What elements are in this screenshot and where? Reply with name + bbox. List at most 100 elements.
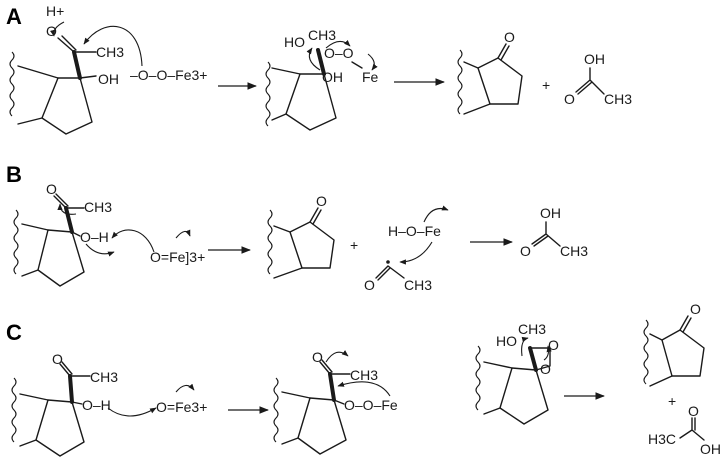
- carbonyl-bonds: [57, 35, 97, 53]
- ring-substituent-bonds: [483, 361, 513, 415]
- ring-substituent-bonds: [281, 391, 311, 445]
- carbonyl-oxygen: O: [46, 181, 57, 197]
- electron-push-arrow: [367, 53, 378, 71]
- ring-substituent-bonds: [273, 225, 303, 279]
- ferryl-species: O=Fe]3+: [150, 249, 205, 265]
- rebound-arrow: [423, 205, 449, 223]
- ring-fusion-wavy-line: [643, 319, 649, 385]
- carbonyl-double-bond: [679, 315, 692, 333]
- ketone-oxygen: O: [690, 301, 701, 317]
- hydroxyl-group: OH: [98, 71, 119, 87]
- electron-push-arrow: [521, 336, 529, 357]
- panel-a-reactant: O CH3 OH H+ –O–O–Fe3+: [9, 3, 207, 135]
- ring-fusion-wavy-line: [11, 377, 17, 443]
- panel-b-reactant: O CH3 O–H O=Fe]3+: [13, 181, 205, 287]
- ring-substituent-bonds: [21, 223, 49, 277]
- cyclopentane-ring: [37, 229, 85, 287]
- dioxetane-ring-bonds: [529, 347, 551, 371]
- nucleophilic-attack-arrow: [83, 26, 143, 67]
- ring-substituent-bonds: [19, 393, 49, 447]
- ring-fusion-wavy-line: [475, 345, 481, 411]
- panel-c-reactant: O CH3 O–H O=Fe3+: [11, 351, 207, 457]
- wedge-bond: [528, 346, 538, 372]
- acid-bonds: [531, 221, 561, 247]
- dioxetane-oxygen-top: O: [548, 337, 559, 353]
- panel-b-byproducts: H–O–Fe O CH3: [364, 205, 449, 293]
- carbonyl-bonds: [59, 361, 91, 377]
- carbonyl-double-bond: [497, 43, 510, 61]
- hydroxyl-group: OH: [322, 69, 343, 85]
- hydroxyl-bond: [71, 401, 83, 405]
- electron-push-arrow: [175, 229, 191, 239]
- panel-c-dioxetane: HO CH3 O O: [475, 321, 559, 425]
- carbonyl-oxygen: O: [312, 349, 323, 365]
- ring-fusion-wavy-line: [265, 61, 271, 127]
- acetyl-methyl: CH3: [84, 199, 112, 215]
- dioxetane-oxygen-bottom: O: [540, 361, 551, 377]
- carbonyl-oxygen: O: [46, 23, 57, 39]
- panel-label-c: C: [6, 320, 22, 345]
- hemiketal-hydroxyl: HO: [284, 34, 305, 50]
- acid-methyl: CH3: [560, 243, 588, 259]
- peroxide-bond: [333, 399, 345, 405]
- radical-oxygen: O: [364, 277, 375, 293]
- peroxide-to-iron-bond: [351, 61, 363, 69]
- acetyl-methyl: CH3: [96, 44, 124, 60]
- peroxide-linkage: O–O: [324, 45, 354, 61]
- ring-substituent-bonds: [463, 61, 491, 115]
- cyclopentanone-ring: [477, 57, 523, 105]
- electron-push-arrow: [57, 203, 77, 215]
- wedge-bond: [64, 206, 74, 234]
- acid-bonds: [575, 67, 605, 95]
- hydroxyl-group: O–H: [80, 229, 109, 245]
- acid-methyl: H3C: [648, 431, 676, 447]
- ring-fusion-wavy-line: [273, 377, 279, 443]
- ring-fusion-wavy-line: [13, 209, 19, 275]
- acid-bonds: [679, 417, 705, 441]
- carbonyl-bonds: [319, 359, 351, 375]
- dioxetane-methyl: CH3: [518, 321, 546, 337]
- electron-push-arrow: [325, 350, 349, 363]
- plus-sign: +: [350, 237, 358, 253]
- acid-methyl: CH3: [604, 91, 632, 107]
- wedge-bond: [316, 48, 326, 76]
- panel-a-acetic-acid: OH O CH3: [564, 51, 632, 107]
- acid-hydroxyl: OH: [540, 205, 561, 221]
- wedge-bond: [72, 50, 82, 80]
- cyclopentane-ring: [285, 73, 337, 131]
- electron-push-arrow: [325, 39, 351, 49]
- cyclopentanone-ring: [661, 329, 705, 377]
- panel-c-intermediate: O CH3 O–O–Fe: [273, 349, 398, 455]
- proton: H+: [46, 3, 64, 19]
- carbonyl-double-bond: [309, 207, 322, 225]
- cyclopentanone-ring: [289, 221, 335, 269]
- acid-carbonyl-oxygen: O: [688, 403, 699, 419]
- ring-fusion-wavy-line: [457, 49, 463, 115]
- panel-b-acetic-acid: OH O CH3: [520, 205, 588, 259]
- iron-hydroxide: H–O–Fe: [388, 223, 441, 239]
- ketal-formation-arrow: [337, 381, 391, 397]
- panel-a-intermediate: HO CH3 OH O–O Fe: [265, 27, 379, 131]
- dioxetane-hydroxyl: HO: [496, 333, 517, 349]
- electron-push-arrow: [306, 47, 321, 71]
- wedge-bond: [68, 374, 74, 404]
- panel-label-a: A: [6, 4, 22, 29]
- carbonyl-oxygen: O: [52, 351, 63, 367]
- proton-transfer-arrow: [50, 21, 65, 37]
- iron-peroxo: –O–O–Fe3+: [130, 67, 207, 83]
- ring-substituent-bonds: [271, 67, 301, 121]
- ring-fusion-wavy-line: [9, 51, 15, 117]
- hydrogen-abstraction-arrow: [111, 229, 155, 253]
- panel-c-acetic-acid: H3C O OH: [648, 403, 721, 457]
- panel-c: C O CH3 O–H O=Fe3+ O CH3 O–: [6, 301, 721, 457]
- acetyl-methyl: CH3: [90, 369, 118, 385]
- wedge-bond: [328, 372, 336, 402]
- acid-hydroxyl: OH: [584, 51, 605, 67]
- iron-atom: Fe: [362, 69, 379, 85]
- radical-methyl: CH3: [404, 277, 432, 293]
- acetyl-radical-bonds: [375, 265, 405, 281]
- panel-b: B O CH3 O–H O=Fe]3+ O +: [6, 162, 588, 293]
- cyclopentane-ring: [499, 367, 549, 425]
- cyclopentane-ring: [297, 397, 347, 455]
- hemiketal-methyl: CH3: [308, 27, 336, 43]
